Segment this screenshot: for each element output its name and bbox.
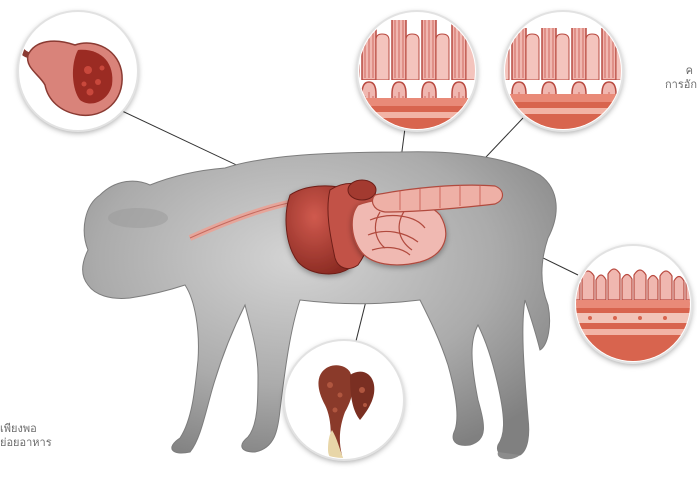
stomach-detail-circle: [18, 11, 138, 131]
top-right-caption: ค การอัก: [665, 64, 697, 92]
feces-detail-circle: [284, 340, 404, 463]
villi-detail-circle-2: [500, 11, 628, 131]
bottom-left-caption-line2: ย่อยอาหาร: [0, 436, 52, 450]
bottom-left-caption-line1: เพียงพอ: [0, 422, 52, 436]
bottom-left-caption: เพียงพอ ย่อยอาหาร: [0, 422, 52, 450]
villi-detail-circle-1: [355, 11, 480, 131]
intestinal-villi-icon-2: [500, 28, 628, 130]
colon-wall-icon: [570, 269, 697, 365]
colon-wall-detail-circle: [570, 245, 697, 365]
top-right-caption-line2: การอัก: [665, 78, 697, 92]
top-right-caption-line1: ค: [665, 64, 697, 78]
